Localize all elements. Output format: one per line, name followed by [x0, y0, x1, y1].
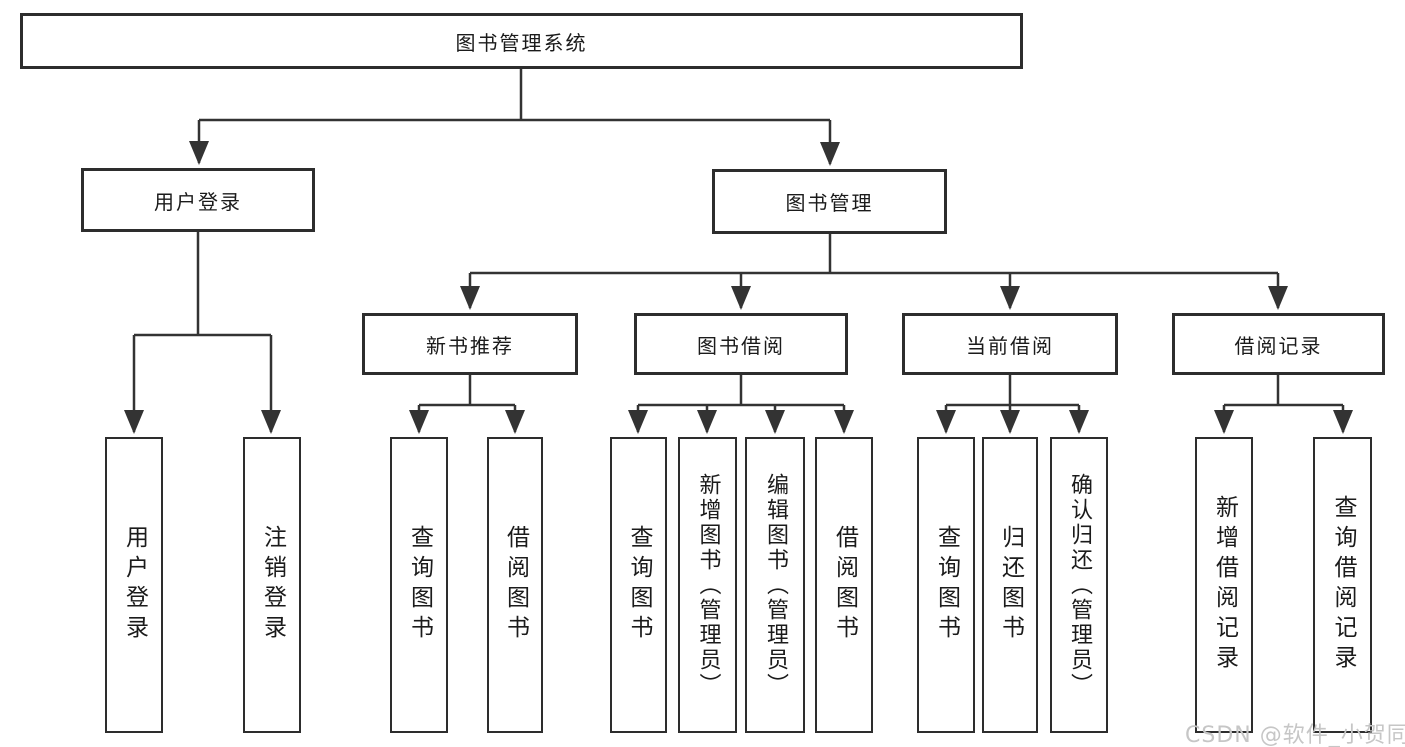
node-label: 新增借阅记录: [1211, 495, 1238, 675]
node-label: 当前借阅: [966, 333, 1054, 358]
leaf-confirm-return-admin: 确认归还（管理员）: [1050, 437, 1108, 733]
node-label: 图书管理: [785, 191, 874, 215]
node-book-borrowing: 图书借阅: [634, 313, 848, 375]
node-book-management: 图书管理: [712, 169, 947, 234]
node-library-management-system: 图书管理系统: [20, 13, 1023, 69]
node-label: 查询借阅记录: [1330, 495, 1356, 675]
node-label: 查询图书: [933, 525, 960, 645]
leaf-add-books-admin: 新增图书（管理员）: [678, 437, 737, 733]
node-label: 用户登录: [154, 189, 242, 214]
node-label: 图书借阅: [697, 333, 785, 358]
node-label: 注销登录: [259, 525, 286, 645]
node-borrowing-records: 借阅记录: [1172, 313, 1385, 375]
node-label: 确认归还（管理员）: [1067, 472, 1092, 698]
node-label: 借阅图书: [831, 525, 858, 645]
leaf-query-books-current: 查询图书: [917, 437, 975, 733]
node-user-login: 用户登录: [81, 168, 315, 232]
leaf-logout: 注销登录: [243, 437, 301, 733]
leaf-edit-books-admin: 编辑图书（管理员）: [745, 437, 805, 733]
leaf-borrow-books-recommend: 借阅图书: [487, 437, 543, 733]
node-label: 新增图书（管理员）: [695, 472, 721, 698]
leaf-user-login: 用户登录: [105, 437, 163, 733]
csdn-watermark: CSDN @软件_小贺同学: [1185, 723, 1405, 747]
node-label: 编辑图书（管理员）: [763, 472, 788, 698]
node-label: 用户登录: [121, 525, 148, 645]
leaf-add-borrow-record: 新增借阅记录: [1195, 437, 1253, 733]
node-label: 查询图书: [406, 525, 433, 645]
node-new-book-recommend: 新书推荐: [362, 313, 578, 375]
node-label: 借阅图书: [502, 525, 529, 645]
node-label: 借阅记录: [1234, 333, 1323, 358]
leaf-return-books: 归还图书: [982, 437, 1038, 733]
leaf-borrow-books-borrowing: 借阅图书: [815, 437, 873, 733]
node-current-borrowing: 当前借阅: [902, 313, 1118, 375]
node-label: 查询图书: [626, 525, 652, 645]
leaf-query-books-borrowing: 查询图书: [610, 437, 667, 733]
leaf-query-borrow-record: 查询借阅记录: [1313, 437, 1372, 733]
node-label: 图书管理系统: [455, 30, 588, 55]
node-label: 归还图书: [997, 525, 1024, 645]
node-label: 新书推荐: [426, 333, 514, 358]
leaf-query-books-recommend: 查询图书: [390, 437, 448, 733]
